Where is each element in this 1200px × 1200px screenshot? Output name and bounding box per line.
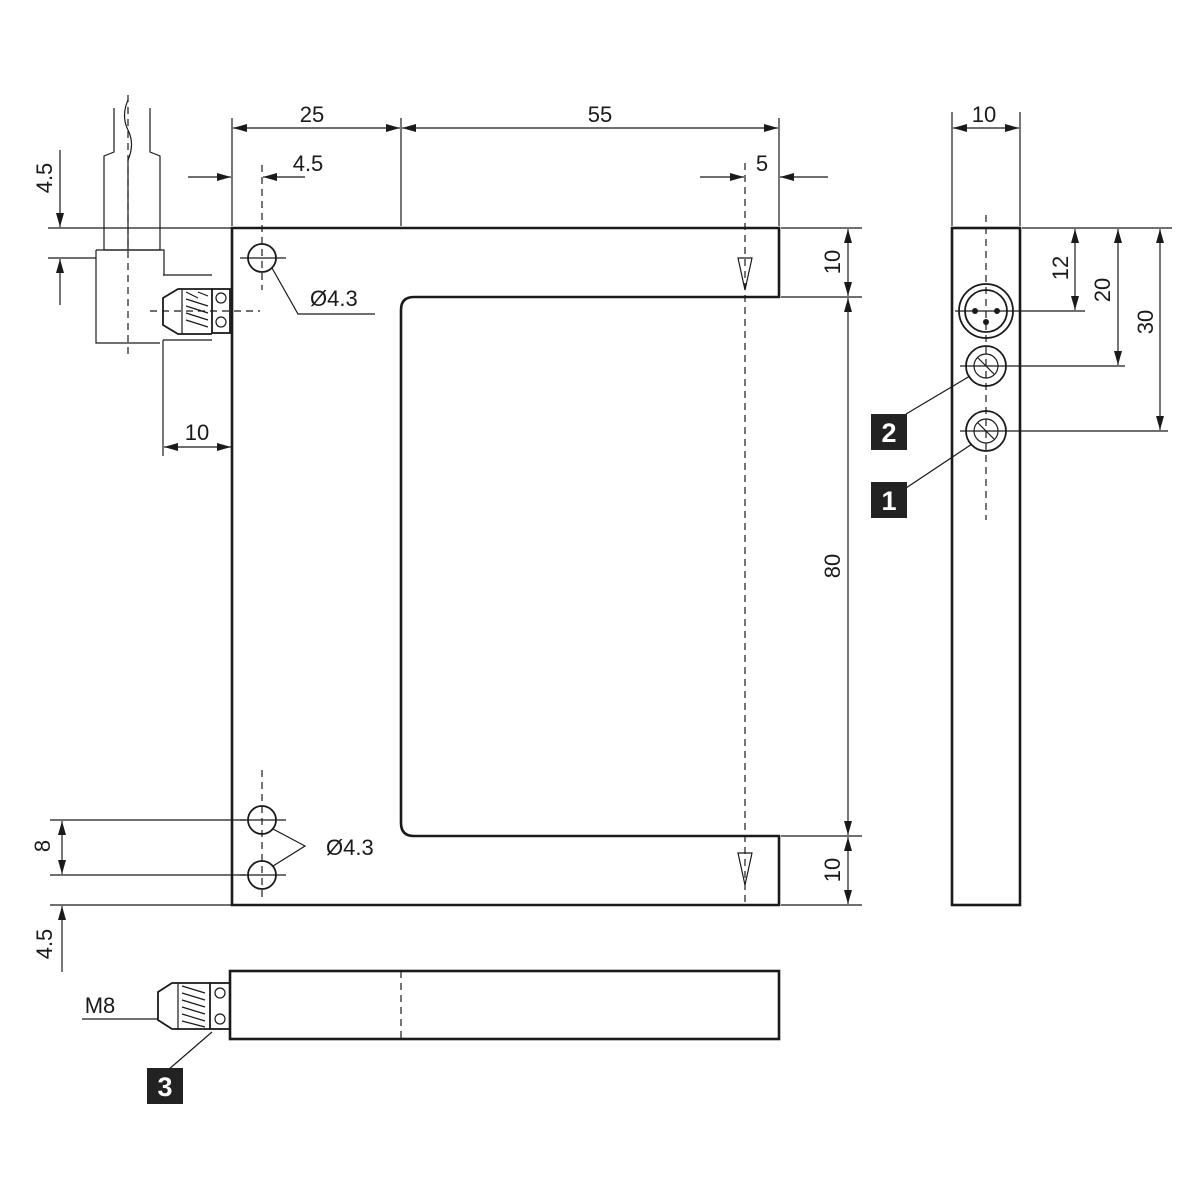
fork-outline — [230, 226, 781, 907]
dim-dia-top: Ø4.3 — [310, 286, 358, 311]
connector-side — [150, 274, 260, 341]
dim-10-connector: 10 — [185, 420, 209, 445]
dim-4-5-bottom: 4.5 — [32, 929, 57, 960]
front-view — [95, 95, 781, 907]
dim-10-top-arm: 10 — [820, 250, 845, 274]
dim-4-5-left: 4.5 — [32, 163, 57, 194]
cable-outline — [95, 95, 165, 358]
dim-dia-bottom: Ø4.3 — [326, 835, 374, 860]
dim-8: 8 — [30, 840, 55, 852]
side-view — [905, 215, 1168, 907]
dim-10-bottom-arm: 10 — [820, 858, 845, 882]
bottom-connector-base — [209, 982, 231, 1030]
dim-30: 30 — [1133, 310, 1158, 334]
callout-2 — [871, 414, 907, 450]
callouts: 2 1 3 — [147, 414, 907, 1104]
dim-25: 25 — [300, 102, 324, 127]
bottom-body — [228, 969, 781, 1041]
leader-top-hole — [271, 267, 375, 315]
dim-4-5-top: 4.5 — [293, 151, 324, 176]
dimension-lines — [48, 118, 862, 972]
leader-bottom-holes — [272, 828, 307, 867]
side-dimension-lines — [951, 112, 1172, 430]
callout-1 — [871, 482, 907, 518]
callout-1-label: 1 — [881, 486, 896, 516]
bottom-view — [82, 969, 781, 1071]
dimension-labels: 25 55 4.5 5 4.5 10 Ø4.3 Ø4.3 8 4.5 10 80… — [30, 102, 1158, 1018]
dim-55: 55 — [588, 102, 612, 127]
dim-5: 5 — [756, 151, 768, 176]
callout-3-label: 3 — [157, 1072, 172, 1102]
dim-m8: M8 — [85, 993, 116, 1018]
dim-80: 80 — [820, 554, 845, 578]
beam-arrow-bottom — [737, 852, 753, 886]
dim-20: 20 — [1090, 278, 1115, 302]
callout-3 — [147, 1068, 183, 1104]
beam-arrow-top — [737, 257, 753, 291]
dim-12: 12 — [1048, 256, 1073, 280]
callout-2-label: 2 — [881, 418, 896, 448]
dim-10-side: 10 — [972, 102, 996, 127]
